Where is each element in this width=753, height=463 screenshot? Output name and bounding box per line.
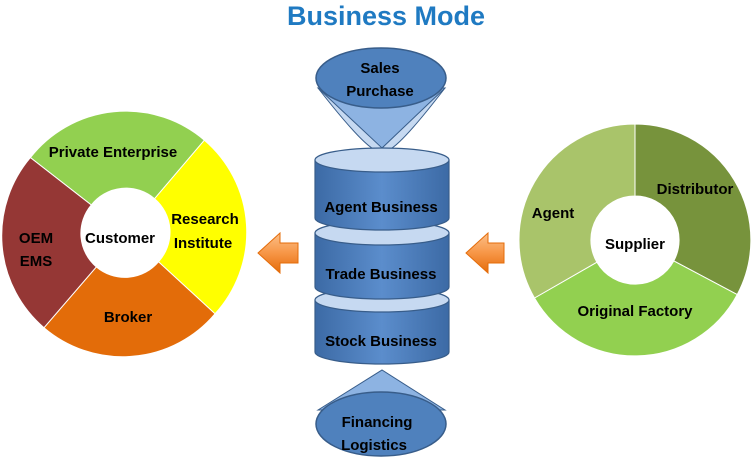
arrow-right-icon — [465, 231, 505, 275]
agent-business-layer: Agent Business — [314, 147, 450, 231]
financing-label: Financing — [342, 414, 413, 431]
stock-business-label: Stock Business — [325, 333, 437, 350]
logistics-label: Logistics — [341, 437, 407, 454]
trade-business-layer: Trade Business — [314, 220, 450, 300]
trade-business-label: Trade Business — [326, 266, 437, 283]
ring-segment-oem-ems — [1, 156, 98, 329]
customer-label: Customer — [85, 230, 155, 247]
ring-segment-research-institute — [153, 139, 248, 315]
agent-label: Agent — [532, 205, 575, 222]
ring-segment-broker — [43, 261, 216, 358]
broker-label: Broker — [104, 309, 153, 326]
ems-label: EMS — [20, 253, 53, 270]
page-title: Business Mode — [287, 1, 485, 31]
financing-logistics-funnel: Financing Logistics — [315, 369, 447, 457]
customer-ring: Customer Private Enterprise Research Ins… — [1, 110, 248, 358]
oem-label: OEM — [19, 230, 53, 247]
agent-business-label: Agent Business — [324, 199, 437, 216]
sales-label: Sales — [360, 60, 399, 77]
institute-label: Institute — [174, 235, 232, 252]
business-stack: Sales Purchase Stock Business Trade Busi… — [314, 47, 450, 457]
ring-segment-agent — [518, 123, 636, 299]
research-label: Research — [171, 211, 239, 228]
supplier-label: Supplier — [605, 236, 665, 253]
private-enterprise-label: Private Enterprise — [49, 144, 177, 161]
original-factory-label: Original Factory — [577, 303, 693, 320]
purchase-label: Purchase — [346, 83, 414, 100]
ring-segment-distributor — [634, 123, 752, 296]
ring-segment-private-enterprise — [29, 110, 206, 206]
arrow-left-icon — [257, 231, 299, 275]
supplier-ring: Supplier Distributor Original Factory Ag… — [518, 123, 752, 357]
sales-purchase-funnel: Sales Purchase — [315, 47, 447, 152]
ring-segment-original-factory — [533, 260, 738, 357]
distributor-label: Distributor — [657, 181, 734, 198]
